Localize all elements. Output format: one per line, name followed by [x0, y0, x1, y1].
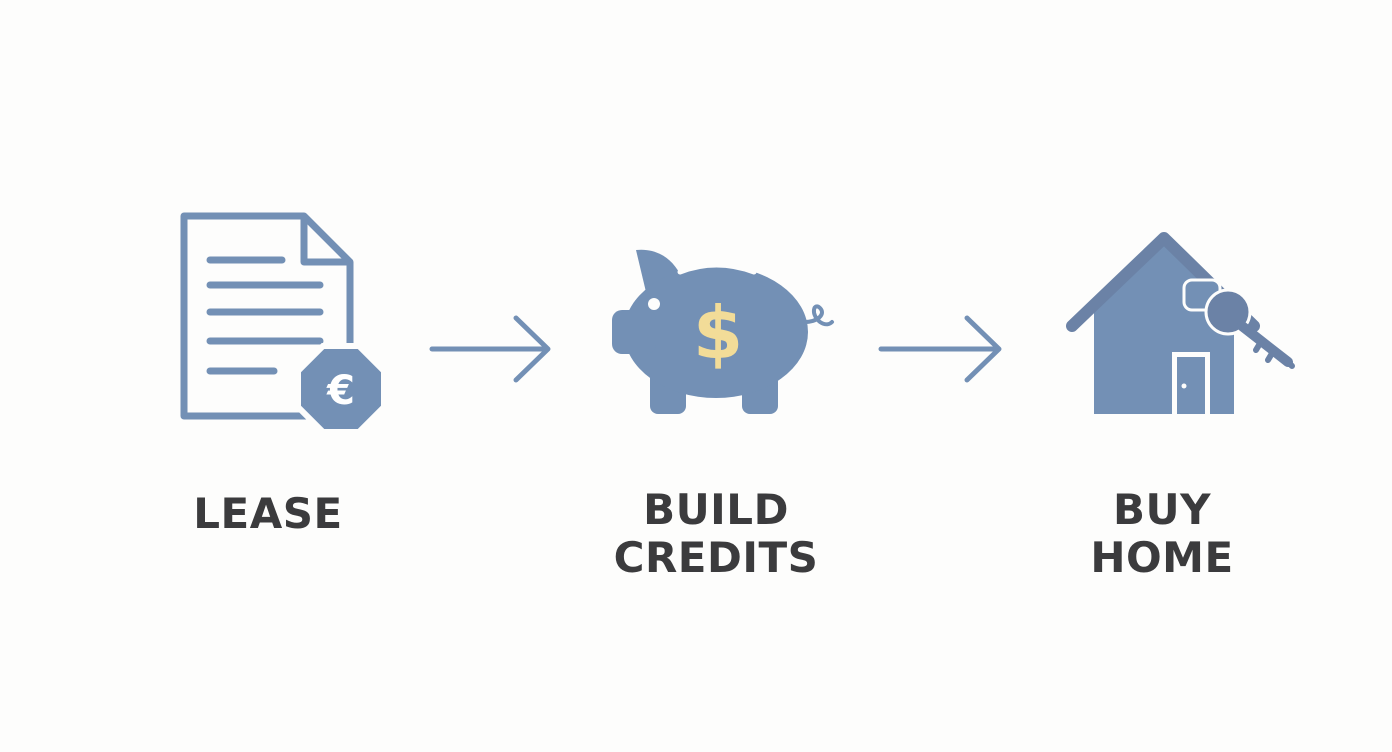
euro-symbol: € — [326, 368, 355, 414]
right-arrow-icon — [429, 315, 551, 383]
right-arrow-icon — [878, 315, 1002, 383]
dollar-symbol: $ — [693, 291, 743, 375]
piggy-bank-icon: $ — [612, 249, 834, 414]
step-label-build-credits: BUILD CREDITS — [596, 486, 836, 582]
step-label-lease: LEASE — [168, 490, 368, 538]
label-line: CREDITS — [613, 533, 819, 582]
step-label-buy-home: BUY HOME — [1062, 486, 1262, 582]
label-line: BUILD — [643, 485, 789, 534]
document-euro-icon: € — [180, 212, 387, 435]
house-key-icon — [1066, 232, 1295, 414]
label-line: BUY — [1112, 485, 1212, 534]
euro-badge — [295, 343, 387, 435]
label-line: HOME — [1090, 533, 1234, 582]
label-line: LEASE — [193, 489, 343, 538]
